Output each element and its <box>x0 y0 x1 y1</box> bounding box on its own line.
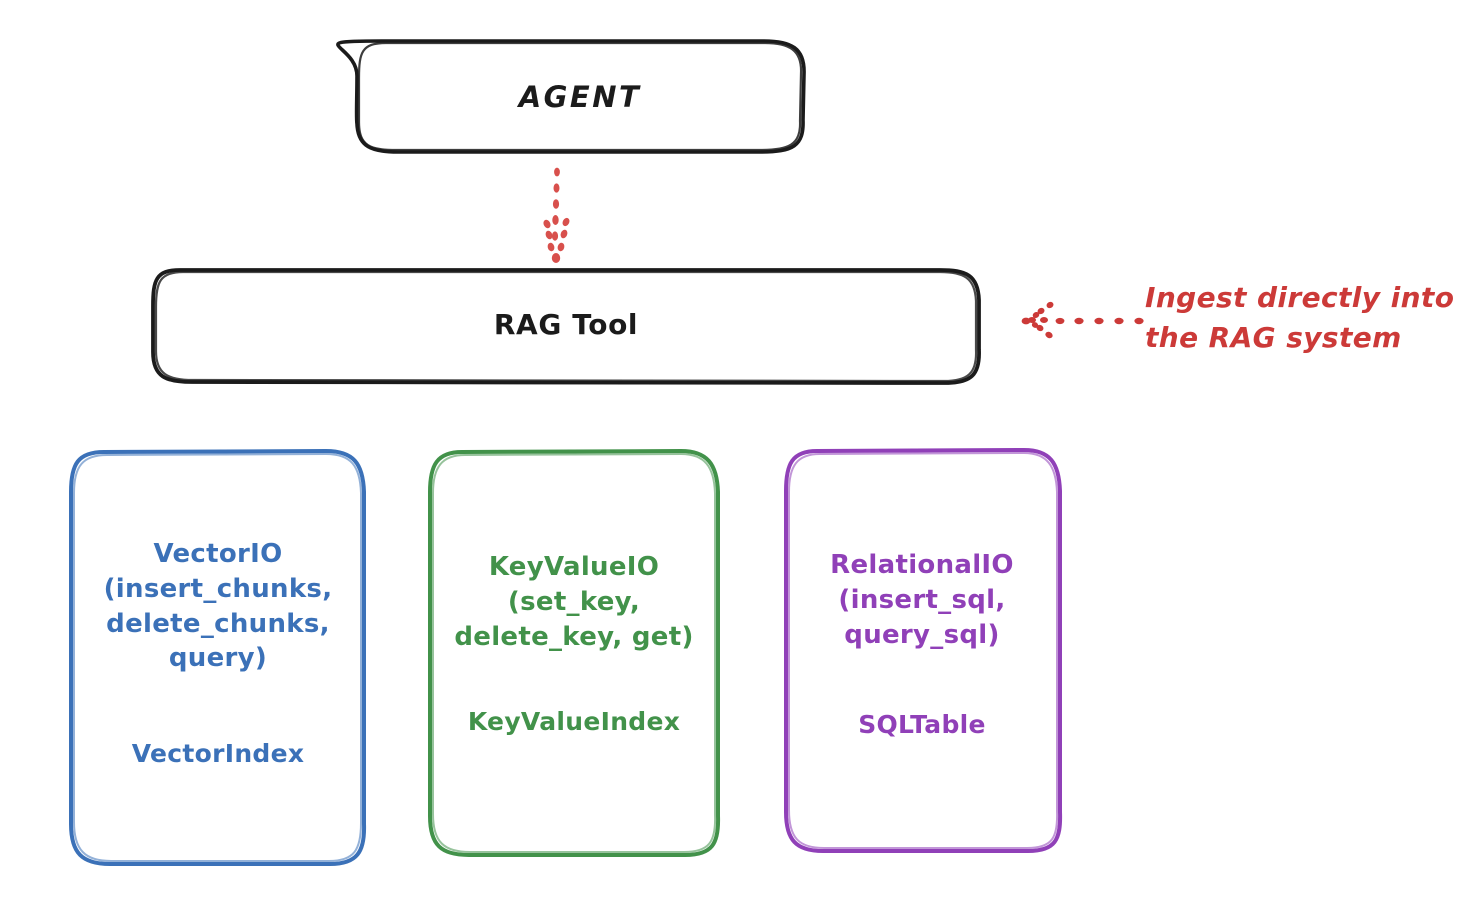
agent-to-ragtool-arrow <box>543 167 570 263</box>
relational-store-api-label: RelationalIO (insert_sql, query_sql) <box>830 550 1014 650</box>
rag-tool-label: RAG Tool <box>493 308 639 341</box>
ingest-annotation-label: Ingest directly into the RAG system <box>1145 281 1455 354</box>
agent-label: AGENT <box>518 80 642 114</box>
vector-store-index-label: VectorIndex <box>131 739 305 768</box>
vector-store-api-label: VectorIO (insert_chunks, delete_chunks, … <box>103 539 333 674</box>
relational-store-index-label: SQLTable <box>858 710 986 739</box>
keyvalue-store-api-label: KeyValueIO (set_key, delete_key, get) <box>454 552 694 652</box>
keyvalue-store-index-label: KeyValueIndex <box>467 707 681 736</box>
ingest-arrow <box>1021 301 1144 339</box>
